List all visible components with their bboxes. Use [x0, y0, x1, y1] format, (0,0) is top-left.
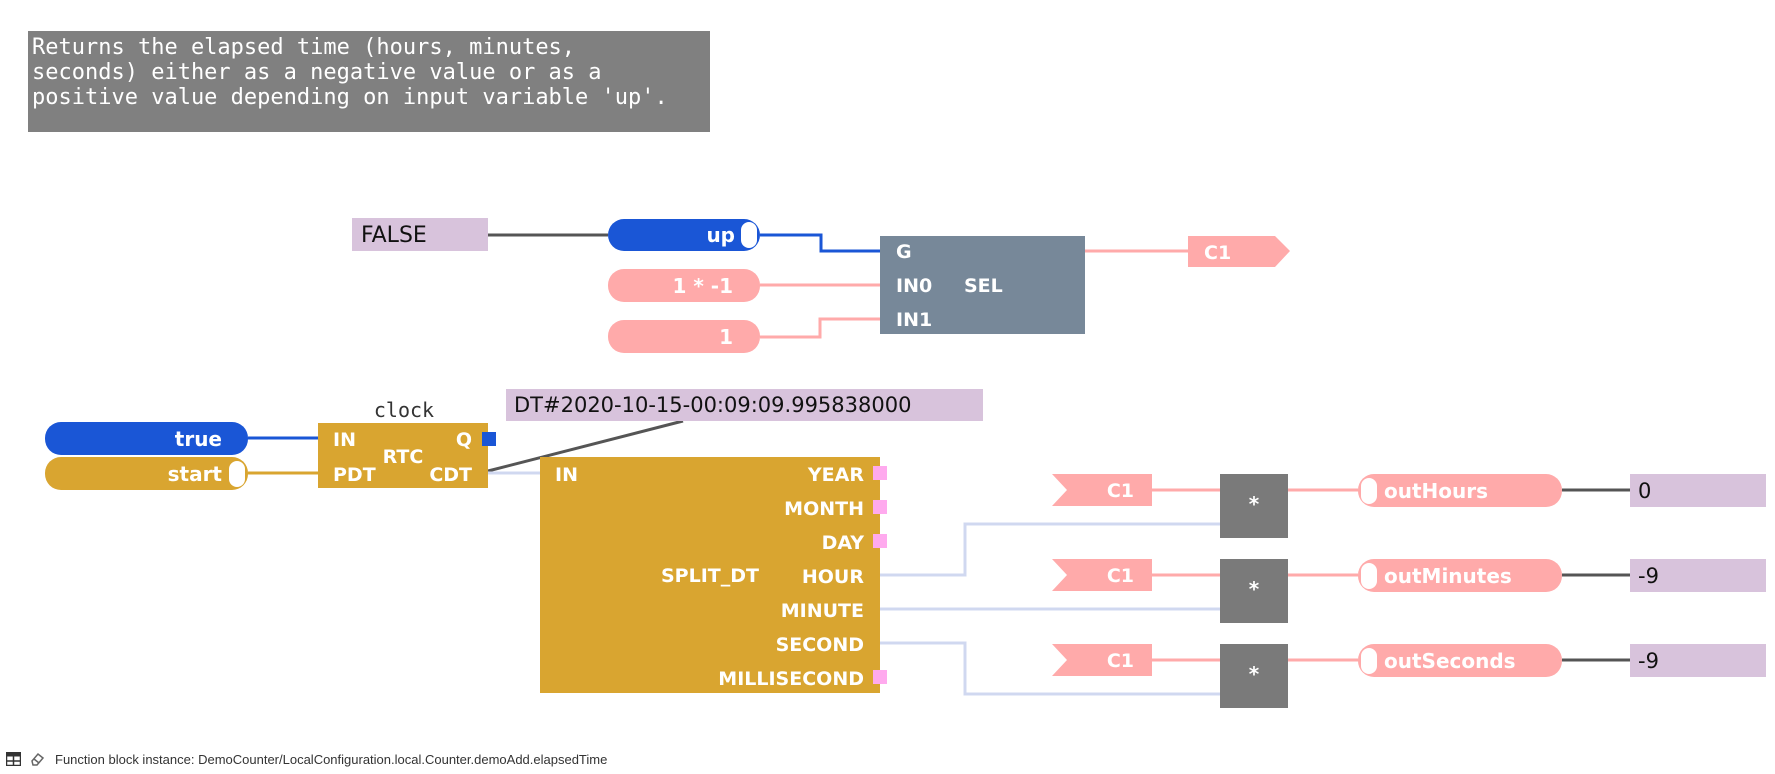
- outhours-notch: [1361, 478, 1377, 504]
- connector-c1-output-label: C1: [1204, 242, 1231, 264]
- split-pin-day: DAY: [822, 532, 865, 554]
- connector-c1-input-row2[interactable]: C1: [1052, 559, 1152, 591]
- false-literal-text: FALSE: [361, 223, 427, 248]
- sel-pin-in0: IN0: [896, 275, 932, 297]
- split-pin-month: MONTH: [784, 498, 864, 520]
- in0-expression[interactable]: 1 * -1: [608, 269, 760, 302]
- wire-cdt-to-value: [487, 419, 684, 473]
- outseconds-variable[interactable]: outSeconds: [1358, 644, 1562, 677]
- connector-c1-input-row1[interactable]: C1: [1052, 474, 1152, 506]
- outminutes-value-display[interactable]: -9: [1630, 559, 1766, 592]
- split-pin-minute: MINUTE: [781, 600, 864, 622]
- true-literal-variable[interactable]: true: [45, 422, 248, 455]
- mult-operator-row1: *: [1249, 492, 1260, 516]
- rtc-block[interactable]: IN PDT RTC Q CDT: [318, 423, 488, 488]
- outminutes-label: outMinutes: [1384, 564, 1512, 588]
- sel-block-type: SEL: [964, 275, 1003, 297]
- split-block-type: SPLIT_DT: [661, 565, 759, 587]
- rtc-instance-name: clock: [374, 398, 434, 422]
- in1-expression[interactable]: 1: [608, 320, 760, 353]
- split-millisecond-output-port[interactable]: [873, 670, 887, 684]
- false-literal[interactable]: FALSE: [352, 218, 488, 251]
- true-literal-text: true: [175, 427, 222, 451]
- comment-box[interactable]: Returns the elapsed time (hours, minutes…: [28, 31, 710, 132]
- eraser-icon[interactable]: [30, 752, 45, 766]
- split-pin-second: SECOND: [776, 634, 864, 656]
- connector-c1-output[interactable]: C1: [1188, 236, 1290, 267]
- cdt-value-display[interactable]: DT#2020-10-15-00:09:09.995838000: [506, 389, 983, 421]
- wires: [248, 233, 1630, 696]
- sel-block[interactable]: G IN0 IN1 SEL: [880, 236, 1085, 334]
- outseconds-notch: [1361, 648, 1377, 674]
- split-dt-block[interactable]: IN SPLIT_DT YEAR MONTH DAY HOUR MINUTE S…: [540, 457, 880, 693]
- rtc-pin-pdt: PDT: [333, 464, 376, 486]
- up-variable[interactable]: up: [608, 219, 760, 251]
- status-bar-text: Function block instance: DemoCounter/Loc…: [55, 752, 608, 767]
- split-pin-year: YEAR: [807, 464, 864, 486]
- sel-pin-in1: IN1: [896, 309, 932, 331]
- wire-second: [880, 641, 1220, 696]
- start-variable-notch: [229, 461, 245, 487]
- outseconds-value-display[interactable]: -9: [1630, 644, 1766, 677]
- connector-c1-input-row3[interactable]: C1: [1052, 644, 1152, 676]
- connector-c1-input-row2-label: C1: [1107, 565, 1134, 587]
- split-pin-hour: HOUR: [802, 566, 864, 588]
- comment-text-line-1: Returns the elapsed time (hours, minutes…: [32, 35, 575, 60]
- rtc-pin-q: Q: [456, 429, 472, 451]
- outminutes-variable[interactable]: outMinutes: [1358, 559, 1562, 592]
- sel-pin-g: G: [896, 241, 912, 263]
- start-variable[interactable]: start: [45, 457, 248, 490]
- mult-operator-row2: *: [1249, 577, 1260, 601]
- split-pin-millisecond: MILLISECOND: [718, 668, 864, 690]
- split-day-output-port[interactable]: [873, 534, 887, 548]
- mult-operator-row3: *: [1249, 662, 1260, 686]
- outhours-variable[interactable]: outHours: [1358, 474, 1562, 507]
- rtc-pin-in: IN: [333, 429, 356, 451]
- split-year-output-port[interactable]: [873, 466, 887, 480]
- up-variable-notch: [741, 222, 757, 248]
- up-variable-label: up: [706, 223, 735, 247]
- cdt-value-text: DT#2020-10-15-00:09:09.995838000: [514, 393, 911, 417]
- connector-c1-input-row3-label: C1: [1107, 650, 1134, 672]
- outseconds-label: outSeconds: [1384, 649, 1516, 673]
- connector-c1-input-row1-label: C1: [1107, 480, 1134, 502]
- in0-expression-text: 1 * -1: [672, 274, 733, 298]
- split-pin-in: IN: [555, 464, 578, 486]
- rtc-block-type: RTC: [383, 446, 424, 468]
- outhours-value-display[interactable]: 0: [1630, 474, 1766, 507]
- outminutes-value-text: -9: [1638, 564, 1659, 588]
- outseconds-value-text: -9: [1638, 649, 1659, 673]
- comment-text-line-2: seconds) either as a negative value or a…: [32, 60, 602, 85]
- comment-text-line-3: positive value depending on input variab…: [32, 85, 668, 110]
- status-bar: Function block instance: DemoCounter/Loc…: [0, 746, 1775, 774]
- mult-block-row2[interactable]: *: [1220, 559, 1288, 623]
- in1-expression-text: 1: [719, 325, 733, 349]
- mult-block-row3[interactable]: *: [1220, 644, 1288, 708]
- mult-block-row1[interactable]: *: [1220, 474, 1288, 538]
- outhours-label: outHours: [1384, 479, 1488, 503]
- start-variable-label: start: [168, 462, 223, 486]
- rtc-q-output-port[interactable]: [482, 432, 496, 446]
- outminutes-notch: [1361, 563, 1377, 589]
- wire-hour: [880, 522, 1220, 577]
- wire-in1: [760, 317, 880, 339]
- outhours-value-text: 0: [1638, 479, 1651, 503]
- rtc-pin-cdt: CDT: [429, 464, 472, 486]
- wire-up-to-g: [760, 233, 880, 253]
- table-icon[interactable]: [6, 752, 21, 766]
- split-month-output-port[interactable]: [873, 500, 887, 514]
